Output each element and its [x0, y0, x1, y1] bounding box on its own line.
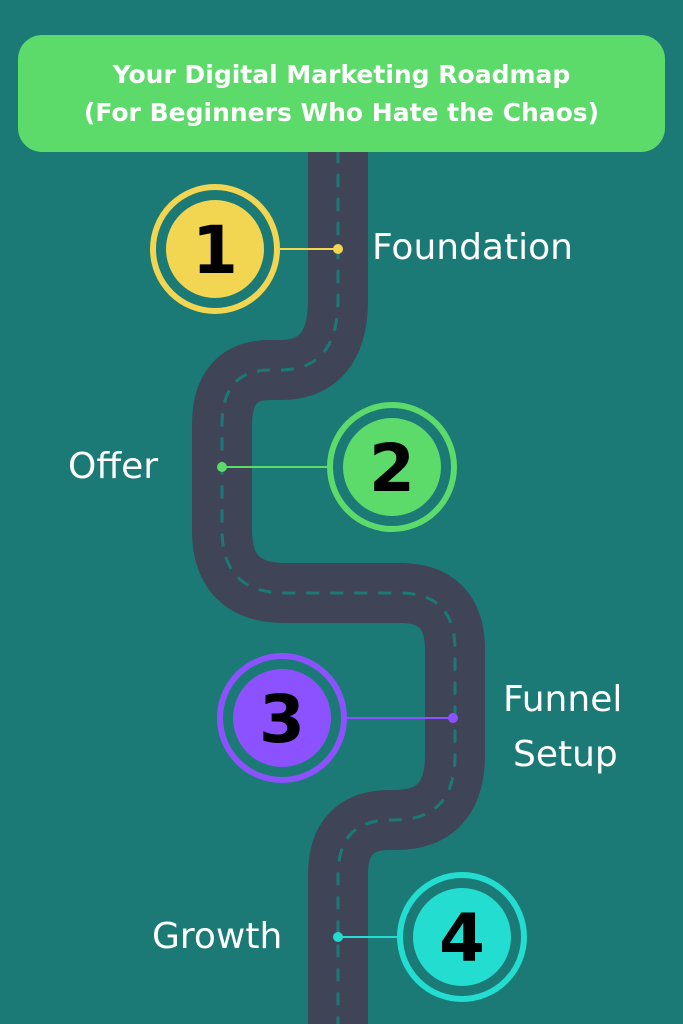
step-3-label-line-1: Funnel	[503, 679, 623, 720]
step-3-label-line-2: Setup	[513, 734, 618, 775]
step-2-marker	[217, 402, 457, 532]
title-line-2: (For Beginners Who Hate the Chaos)	[83, 97, 600, 127]
step-3-number: 3	[259, 681, 305, 758]
step-1-label: Foundation	[372, 227, 573, 268]
step-1-marker	[150, 184, 343, 314]
step-4-marker	[333, 872, 527, 1002]
step-4-number: 4	[439, 900, 485, 977]
title-line-1: Your Digital Marketing Roadmap	[112, 59, 571, 89]
step-1-number: 1	[192, 212, 238, 289]
road	[192, 150, 485, 1024]
step-2-label: Offer	[68, 446, 159, 487]
step-4-label: Growth	[152, 916, 283, 957]
step-2-number: 2	[369, 430, 415, 507]
title-banner: Your Digital Marketing Roadmap (For Begi…	[18, 35, 665, 152]
step-3-marker	[217, 653, 458, 783]
